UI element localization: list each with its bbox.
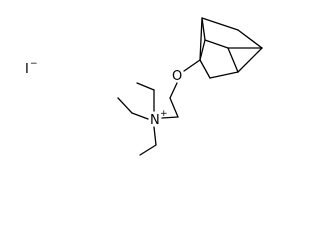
iodide-ion: I − [25,59,38,77]
bond [209,71,239,79]
bond [169,82,178,99]
iodide-charge: − [30,59,38,69]
nitrogen-atom: N + [150,109,168,128]
bond [227,47,239,73]
ethyl-group-up [136,82,155,112]
bond [199,17,203,61]
bond [117,97,133,114]
bond [199,39,206,61]
bond [237,29,263,49]
bond [131,112,149,120]
bond [199,59,211,79]
bond [204,39,229,49]
iodine-symbol: I [25,62,29,77]
bond [136,82,155,91]
adamantane-cage [199,17,263,79]
bond [169,97,179,118]
nitrogen-charge: + [160,109,168,119]
bond [201,17,239,31]
bond [139,144,157,156]
oxygen-atom: O [172,69,182,84]
bond [201,17,206,41]
bond-o-cage [183,59,201,72]
bond [161,116,179,119]
ethylene-linker [161,82,179,119]
ethyl-group-down [139,126,157,156]
ethyl-group-left [117,97,149,120]
bond [153,126,157,146]
structure-diagram: I − O N + [25,17,263,156]
bond [237,47,263,73]
nitrogen-symbol: N [150,113,160,128]
oxygen-symbol: O [172,69,182,84]
